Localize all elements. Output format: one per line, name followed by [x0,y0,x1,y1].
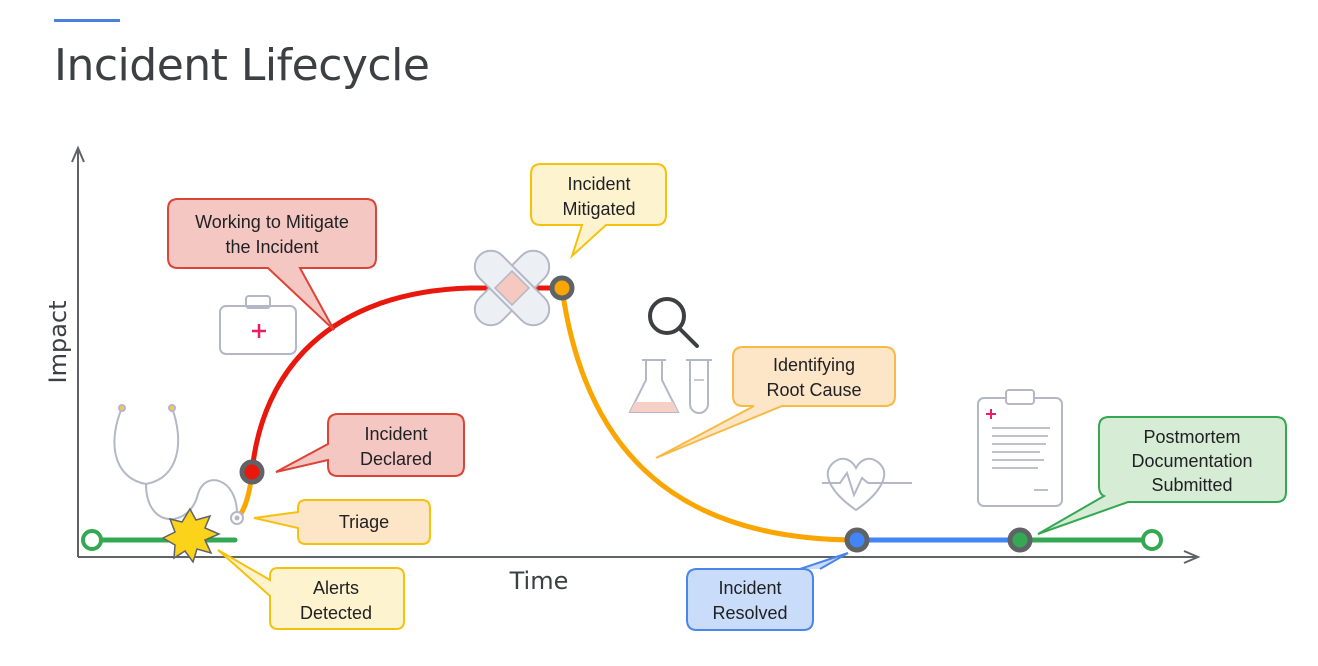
alerts-line-1: Alerts [313,578,359,598]
mitigated-line-2: Mitigated [562,199,635,219]
root-cause-line-2: Root Cause [766,380,861,400]
alert-burst-icon [161,507,221,564]
end-node [1141,529,1163,551]
callout-root-cause: Identifying Root Cause [655,346,896,459]
callout-incident-declared: Incident Declared [275,413,465,477]
stethoscope-icon [113,404,244,525]
postmortem-line-2: Documentation [1131,451,1252,471]
alerts-line-2: Detected [300,603,372,623]
callout-postmortem: Postmortem Documentation Submitted [1037,416,1287,535]
x-axis-label: Time [509,567,569,595]
lab-flask-icon [628,359,680,413]
y-axis-arrow [71,145,85,163]
page-title: Incident Lifecycle [54,40,430,91]
postmortem-line-3: Submitted [1151,475,1232,495]
magnifier-icon [648,297,699,348]
working-line-2: the Incident [225,237,318,257]
postmortem-line-1: Postmortem [1143,427,1240,447]
callout-incident-mitigated: Incident Mitigated [530,163,667,260]
declared-line-1: Incident [364,424,427,444]
declared-node [239,459,265,485]
axes: Impact Time [44,145,1201,595]
triage-label: Triage [339,512,389,532]
resolved-node [844,527,870,553]
resolved-line-2: Resolved [712,603,787,623]
declared-line-2: Declared [360,449,432,469]
first-aid-kit-icon [219,295,297,355]
root-cause-line-1: Identifying [773,355,855,375]
lifecycle-curve [89,285,1155,543]
title-accent-bar [54,19,120,22]
start-node [81,529,103,551]
callout-triage: Triage [253,499,431,545]
mitigation-segment [249,285,565,475]
y-axis-label: Impact [44,300,72,383]
heartbeat-icon [822,457,912,512]
bandage-icon [473,249,551,327]
x-axis-arrow [1183,550,1201,564]
callout-incident-resolved: Incident Resolved [686,552,849,631]
recovery-segment [559,285,860,543]
working-line-1: Working to Mitigate [195,212,349,232]
callout-alerts-detected: Alerts Detected [217,549,405,630]
postmortem-node [1007,527,1033,553]
mitigated-node [549,275,575,301]
test-tube-icon [686,359,712,414]
mitigated-line-1: Incident [567,174,630,194]
clipboard-icon [977,389,1063,507]
resolved-line-1: Incident [718,578,781,598]
milestone-nodes [81,275,1163,553]
callout-working-to-mitigate: Working to Mitigate the Incident [167,198,377,331]
